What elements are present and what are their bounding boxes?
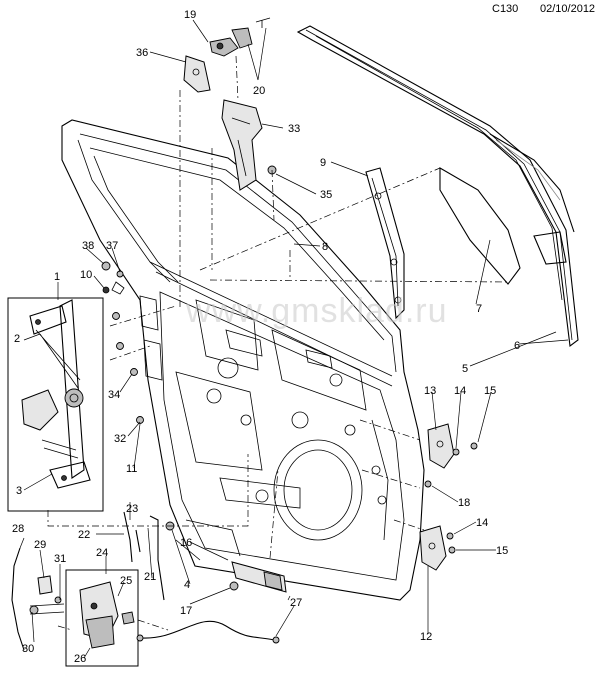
callout-22: 22 [78,529,90,541]
callout-15b: 15 [496,545,508,557]
callout-23: 23 [126,503,138,515]
callout-7: 7 [476,303,482,315]
window-regulator [21,299,91,489]
callout-labels: 19 36 20 33 35 9 8 38 37 1 10 2 34 32 11… [12,9,520,665]
callout-38: 38 [82,240,94,252]
callout-31: 31 [54,553,66,565]
window-channel-run [296,25,579,348]
door-latch-assembly [79,581,135,649]
callout-19: 19 [184,9,196,21]
callout-20: 20 [253,85,265,97]
callout-35: 35 [320,189,332,201]
callout-13: 13 [424,385,436,397]
callout-15a: 15 [484,385,496,397]
callout-1: 1 [54,271,60,283]
door-shell [61,119,425,601]
upper-bracket-36 [183,55,211,93]
callout-17: 17 [180,605,192,617]
diagram-date: 02/10/2012 [540,3,595,15]
callout-32: 32 [114,433,126,445]
callout-11: 11 [126,463,137,475]
window-glass [439,167,521,285]
latch-striker-19-20 [209,17,271,57]
callout-37: 37 [106,240,118,252]
mirror-bracket-33 [221,99,277,191]
callout-8: 8 [322,241,328,253]
callout-28: 28 [12,523,24,535]
callout-30: 30 [22,643,34,655]
callout-29: 29 [34,539,46,551]
callout-9: 9 [320,157,326,169]
callout-16: 16 [180,537,192,549]
callout-24: 24 [96,547,108,559]
callout-2: 2 [14,333,20,345]
callout-5: 5 [462,363,468,375]
diagram-code: C130 [492,3,518,15]
lower-hinge-12 [419,525,456,571]
callout-12: 12 [420,631,432,643]
regulator-box [7,297,104,512]
leader-lines [19,19,569,659]
window-channel-rear [365,167,405,320]
latch-cable-27 [136,620,280,644]
callout-25: 25 [120,575,132,587]
callout-21: 21 [144,571,156,583]
callout-26: 26 [74,653,86,665]
watermark: www.gmsklad.ru [185,292,448,330]
callout-36: 36 [136,47,148,59]
upper-hinge-13 [424,423,478,488]
lock-cylinder-rod-28 [11,547,65,651]
callout-14b: 14 [476,517,488,529]
callout-3: 3 [16,485,22,497]
callout-34: 34 [108,389,120,401]
assembly-lines [47,55,511,631]
callout-18: 18 [458,497,470,509]
callout-4: 4 [184,579,190,591]
callout-6: 6 [514,340,520,352]
door-check-16-17 [229,561,287,593]
latch-rods [123,511,165,601]
callout-14a: 14 [454,385,466,397]
latch-box [65,569,139,667]
callout-27: 27 [290,597,302,609]
callout-10: 10 [80,269,92,281]
callout-33: 33 [288,123,300,135]
